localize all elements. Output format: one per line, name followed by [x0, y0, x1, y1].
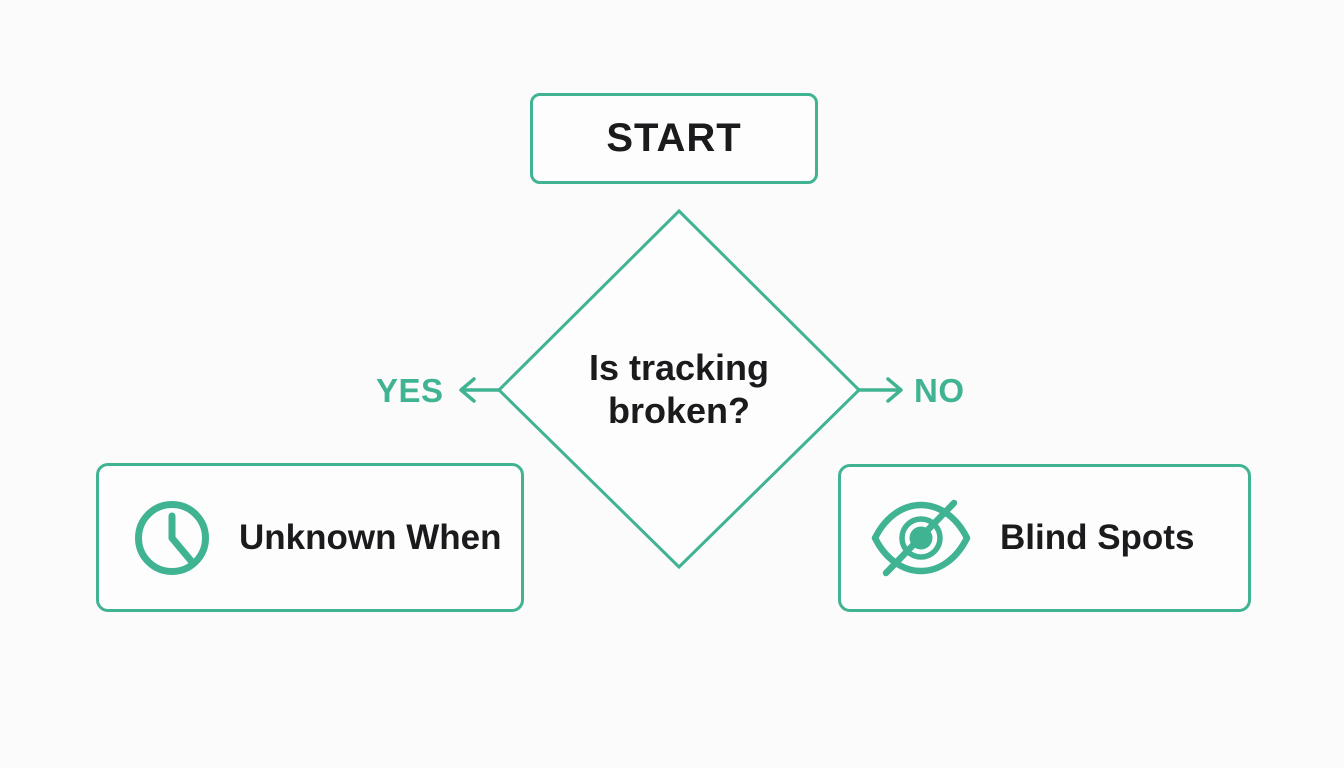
outcome-label: Unknown When: [239, 517, 502, 557]
outcome-node-blind-spots: Blind Spots: [838, 464, 1251, 612]
clock-icon: [135, 500, 209, 575]
start-node: START: [530, 93, 818, 184]
decision-node-label: Is tracking broken?: [529, 346, 829, 432]
decision-label-line1: Is tracking: [588, 347, 770, 388]
eye-off-icon: [871, 499, 971, 577]
yes-branch-label: YES: [376, 372, 444, 409]
no-branch-label: NO: [914, 372, 965, 409]
outcome-label: Blind Spots: [1000, 518, 1195, 557]
outcome-node-unknown-when: Unknown When: [96, 463, 524, 612]
no-arrow: [857, 377, 903, 403]
yes-arrow: [459, 377, 501, 403]
start-node-label: START: [606, 116, 742, 160]
decision-diamond-shape: [496, 208, 862, 570]
decision-label-line2: broken?: [607, 390, 750, 431]
